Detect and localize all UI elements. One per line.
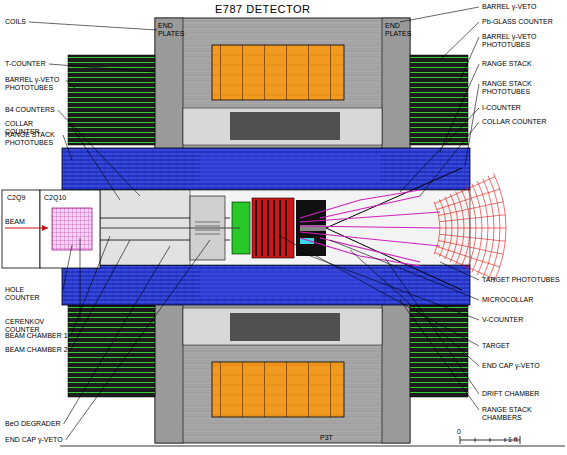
part-label: END CAP γ-VETO bbox=[482, 362, 540, 370]
drift-chamber-wire bbox=[440, 215, 506, 222]
part-label: BeO DEGRADER bbox=[5, 420, 61, 428]
part-label: BEAM CHAMBER 2 bbox=[5, 346, 68, 354]
drift-chamber-wire bbox=[439, 202, 504, 216]
part-label: 1 ft bbox=[508, 436, 518, 444]
leader-line bbox=[70, 124, 120, 200]
leader-line bbox=[420, 122, 479, 196]
leader-line bbox=[49, 64, 155, 72]
part-label: 0 bbox=[457, 428, 461, 436]
drift-chamber-wire bbox=[439, 241, 504, 255]
leader-line bbox=[440, 262, 479, 280]
part-label: BARREL γ-VETO PHOTOTUBES bbox=[482, 33, 566, 49]
part-label: RANGE STACK PHOTOTUBES bbox=[5, 131, 60, 147]
part-label: P3T bbox=[320, 434, 333, 442]
leader-line bbox=[460, 37, 479, 80]
part-label: MICROCOLLAR bbox=[482, 296, 533, 304]
part-label: END PLATES bbox=[385, 22, 409, 38]
drift-chamber-wire bbox=[435, 177, 495, 204]
part-label: BEAM bbox=[5, 218, 25, 226]
part-label: B4 COUNTERS bbox=[5, 106, 55, 114]
part-label: HOLE COUNTER bbox=[5, 286, 60, 302]
part-label: Pb-GLASS COUNTER bbox=[482, 18, 553, 26]
leader-line bbox=[385, 258, 479, 394]
part-label: COLLAR COUNTER bbox=[482, 118, 547, 126]
diagram-title: E787 DETECTOR bbox=[215, 3, 311, 15]
part-label: V-COUNTER bbox=[482, 316, 523, 324]
drift-chamber-wire bbox=[435, 252, 495, 279]
part-label: RANGE STACK CHAMBERS bbox=[482, 406, 566, 422]
drift-chamber-wire bbox=[440, 234, 506, 241]
part-label: CERENKOV COUNTER bbox=[5, 318, 77, 334]
leader-line bbox=[330, 240, 479, 300]
part-label: END PLATES bbox=[158, 22, 182, 38]
drift-chamber-wire bbox=[440, 228, 506, 229]
drift-chamber-arc bbox=[434, 202, 440, 254]
leader-line bbox=[440, 22, 479, 60]
leader-line bbox=[400, 300, 479, 410]
leader-line bbox=[64, 246, 170, 424]
leader-line bbox=[63, 135, 72, 160]
part-label: C2Q10 bbox=[44, 194, 66, 202]
leader-line bbox=[58, 110, 140, 196]
part-label: C2Q9 bbox=[7, 194, 25, 202]
leader-line bbox=[66, 240, 210, 440]
drift-chamber-wire bbox=[437, 189, 500, 209]
leader-line bbox=[280, 236, 479, 346]
part-label: RANGE STACK bbox=[482, 60, 532, 68]
part-label: DRIFT CHAMBER bbox=[482, 390, 539, 398]
leader-line bbox=[440, 64, 479, 152]
leader-line bbox=[66, 80, 75, 88]
leader-line bbox=[29, 22, 157, 30]
part-label: I-COUNTER bbox=[482, 104, 521, 112]
leader-line bbox=[400, 108, 479, 192]
leader-line bbox=[63, 245, 72, 290]
part-label: END CAP γ-VETO bbox=[5, 436, 63, 444]
part-label: BARREL γ-VETO PHOTOTUBES bbox=[5, 76, 63, 92]
part-label: T-COUNTER bbox=[5, 60, 46, 68]
leader-line bbox=[350, 250, 479, 366]
leader-line bbox=[80, 238, 81, 322]
part-label: BEAM CHAMBER 1 bbox=[5, 332, 68, 340]
drift-chamber-wire bbox=[437, 247, 500, 267]
part-label: RANGE STACK PHOTOTUBES bbox=[482, 80, 566, 96]
part-label: BARREL γ-VETO bbox=[482, 3, 536, 11]
part-label: TARGET PHOTOTUBES bbox=[482, 276, 560, 284]
part-label: COILS bbox=[5, 18, 26, 26]
leader-line bbox=[71, 236, 110, 336]
leader-line bbox=[71, 240, 130, 350]
part-label: TARGET bbox=[482, 342, 510, 350]
leader-line bbox=[400, 7, 479, 22]
